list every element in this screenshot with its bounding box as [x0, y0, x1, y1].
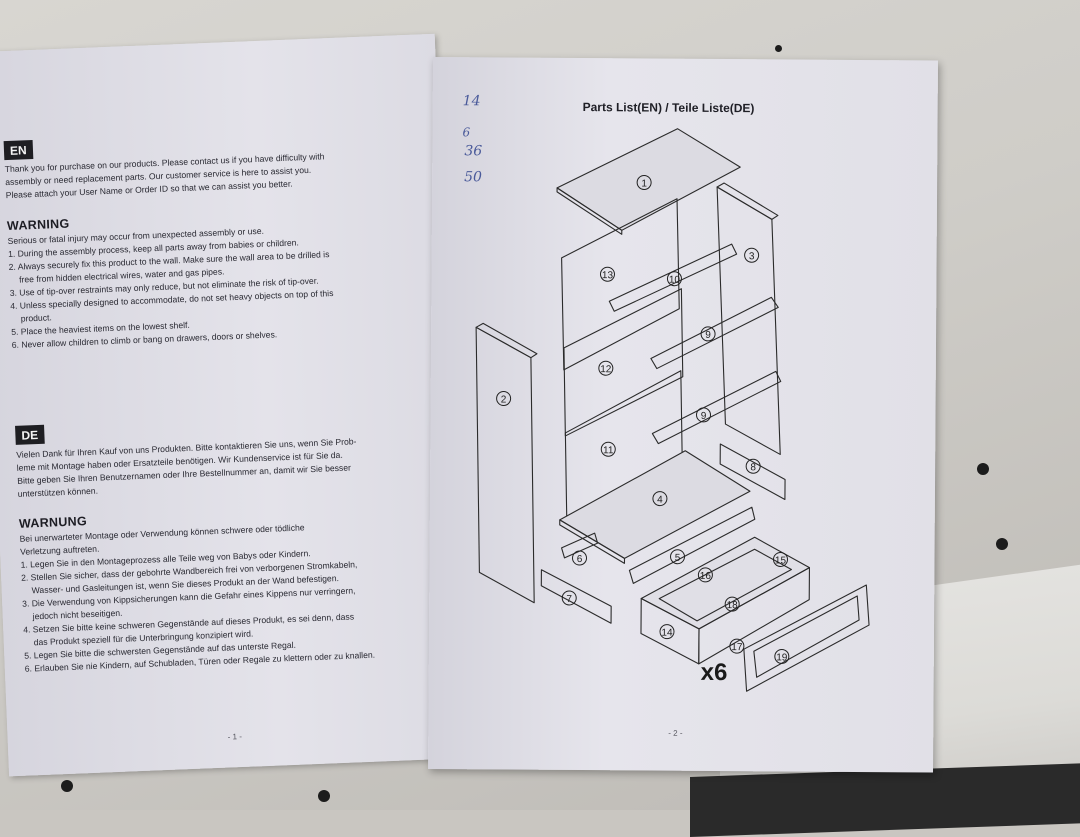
lang-tag-en: EN — [3, 139, 34, 161]
callout-1: 1 — [636, 174, 652, 190]
callout-2: 2 — [496, 391, 512, 407]
callout-label: 15 — [775, 555, 787, 566]
callout-label: 13 — [602, 270, 614, 281]
callout-3: 3 — [744, 247, 760, 263]
callout-label: 19 — [776, 652, 788, 663]
part-drawer-face-inner — [753, 595, 860, 678]
callout-label: 10 — [669, 275, 681, 286]
callout-label: 7 — [566, 594, 572, 605]
en-intro: Thank you for purchase on our products. … — [4, 150, 325, 202]
part-small-rail — [540, 569, 612, 624]
callout-19: 19 — [774, 648, 790, 664]
page-number-left: - 1 - — [227, 732, 243, 742]
callout-4: 4 — [652, 491, 668, 507]
callout-label: 12 — [600, 364, 612, 375]
table-hole — [775, 45, 782, 52]
part-back-panel — [561, 198, 680, 371]
warnung-heading: WARNUNG — [18, 514, 88, 531]
part-shelf — [650, 296, 779, 370]
part-right-side-panel-edge — [716, 182, 779, 220]
callout-label: 1 — [641, 178, 647, 189]
callout-11: 11 — [600, 441, 616, 457]
callout-7: 7 — [561, 590, 577, 606]
de-intro: Vielen Dank für Ihren Kauf von uns Produ… — [16, 435, 358, 501]
callout-14: 14 — [659, 624, 675, 640]
callout-17: 17 — [729, 638, 745, 654]
part-shelf — [608, 243, 738, 312]
callout-6: 6 — [572, 550, 588, 566]
callout-label: 6 — [577, 554, 583, 565]
callout-5: 5 — [670, 549, 686, 565]
part-drawer-box — [640, 536, 810, 630]
manual-page-left: EN Thank you for purchase on our product… — [0, 33, 464, 777]
callout-label: 16 — [700, 571, 712, 582]
part-drawer-face — [743, 584, 870, 692]
part-drawer-side — [698, 567, 810, 665]
part-rail — [719, 443, 786, 501]
callout-16: 16 — [697, 567, 713, 583]
part-top-panel — [556, 128, 741, 231]
table-hole — [61, 780, 73, 792]
callout-markers: 1 2 3 4 5 6 7 8 9 9 10 11 12 13 14 15 16… — [496, 174, 790, 664]
callout-10: 10 — [666, 271, 682, 287]
callout-label: 18 — [727, 600, 739, 611]
exploded-view-diagram: 1 2 3 4 5 6 7 8 9 9 10 11 12 13 14 15 16… — [475, 128, 870, 692]
part-bottom-board-edge — [559, 519, 626, 564]
callout-label: 2 — [501, 394, 507, 405]
callout-label: 9 — [705, 330, 711, 341]
table-hole — [996, 538, 1008, 550]
callout-12: 12 — [598, 360, 614, 376]
warning-list: Serious or fatal injury may occur from u… — [7, 218, 426, 352]
part-drawer-inner — [658, 548, 792, 622]
part-small-rail — [561, 532, 599, 559]
callout-label: 14 — [661, 628, 673, 639]
table-hole — [318, 790, 330, 802]
part-kickboard — [628, 506, 756, 584]
callout-15: 15 — [773, 551, 789, 567]
callout-8: 8 — [745, 458, 761, 474]
callout-18: 18 — [724, 596, 740, 612]
callout-label: 9 — [701, 411, 707, 422]
manual-page-right: Parts List(EN) / Teile Liste(DE) 14 6 36… — [428, 57, 938, 773]
part-left-side-panel-edge — [475, 322, 538, 359]
table-hole — [977, 463, 989, 475]
callout-label: 8 — [750, 462, 756, 473]
callout-label: 3 — [749, 251, 755, 262]
callout-label: 17 — [731, 642, 743, 653]
table-edge — [690, 763, 1080, 837]
callout-label: 5 — [675, 553, 681, 564]
warning-heading: WARNING — [6, 216, 70, 234]
part-middle-panel — [563, 288, 684, 437]
part-bottom-board — [559, 450, 751, 559]
part-shelf — [651, 370, 782, 445]
part-top-panel-edge — [556, 187, 623, 235]
callout-13: 13 — [599, 266, 615, 282]
lang-tag-de: DE — [15, 424, 45, 445]
warnung-list: Bei unerwarteter Montage oder Verwendung… — [19, 516, 439, 676]
callout-9: 9 — [700, 326, 716, 342]
part-left-side-panel — [475, 326, 535, 604]
quantity-label: x6 — [700, 658, 728, 687]
page-number-right: - 2 - — [668, 728, 683, 738]
callout-label: 4 — [657, 495, 663, 506]
callout-9b: 9 — [696, 407, 712, 423]
callout-label: 11 — [603, 445, 614, 456]
